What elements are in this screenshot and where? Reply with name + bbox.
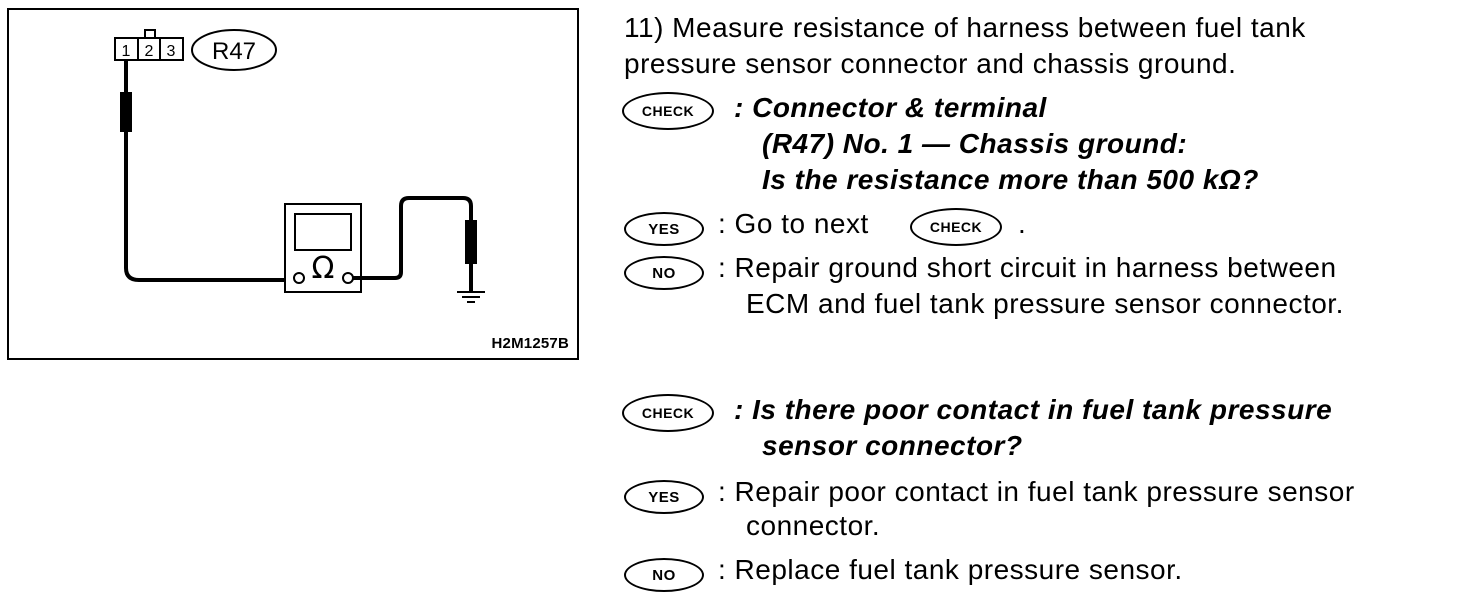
check1-yes-suffix: . bbox=[1018, 208, 1027, 239]
check1-line1: : Connector & terminal bbox=[734, 92, 1047, 123]
check1-line2: (R47) No. 1 — Chassis ground: bbox=[762, 128, 1188, 159]
probe-wire-left bbox=[124, 60, 291, 282]
check1-question: Is the resistance more than 500 kΩ? bbox=[762, 164, 1259, 195]
inline-check-badge: CHECK bbox=[910, 208, 1002, 246]
ohm-symbol: Ω bbox=[312, 251, 335, 286]
step-text-line1: 11) Measure resistance of harness betwee… bbox=[624, 12, 1306, 43]
wiring-diagram: 1 2 3 R47 Ω bbox=[114, 29, 485, 303]
check2-yes-line1: : Repair poor contact in fuel tank press… bbox=[718, 476, 1355, 507]
check-badge: CHECK bbox=[622, 92, 714, 130]
yes-badge: YES bbox=[624, 212, 704, 246]
connector-r47: 1 2 3 bbox=[114, 29, 184, 61]
step-text-line2: pressure sensor connector and chassis gr… bbox=[624, 48, 1237, 79]
figure-code: H2M1257B bbox=[491, 335, 569, 352]
probe-left bbox=[120, 92, 132, 132]
check2-yes-line2: connector. bbox=[746, 510, 881, 541]
yes-badge: YES bbox=[624, 480, 704, 514]
wiring-diagram-figure: 1 2 3 R47 Ω H2M1257B bbox=[7, 8, 579, 360]
check2-no-line1: : Replace fuel tank pressure sensor. bbox=[718, 554, 1183, 585]
check-badge: CHECK bbox=[622, 394, 714, 432]
connector-id-oval bbox=[191, 29, 277, 71]
pin-2-label: 2 bbox=[145, 43, 154, 60]
check2-line2: sensor connector? bbox=[762, 430, 1023, 461]
ground-icon bbox=[457, 291, 485, 303]
ohmmeter: Ω bbox=[284, 203, 362, 293]
check1-no-line1: : Repair ground short circuit in harness… bbox=[718, 252, 1337, 283]
pin-1-label: 1 bbox=[122, 43, 131, 60]
check2-line1: : Is there poor contact in fuel tank pre… bbox=[734, 394, 1333, 425]
connector-id-label: R47 bbox=[212, 38, 256, 65]
check1-no-line2: ECM and fuel tank pressure sensor connec… bbox=[746, 288, 1344, 319]
probe-wire-right bbox=[353, 196, 473, 292]
no-badge: NO bbox=[624, 558, 704, 592]
probe-right bbox=[465, 220, 477, 264]
pin-3-label: 3 bbox=[167, 43, 176, 60]
check1-yes-prefix: : Go to next bbox=[718, 208, 869, 239]
no-badge: NO bbox=[624, 256, 704, 290]
